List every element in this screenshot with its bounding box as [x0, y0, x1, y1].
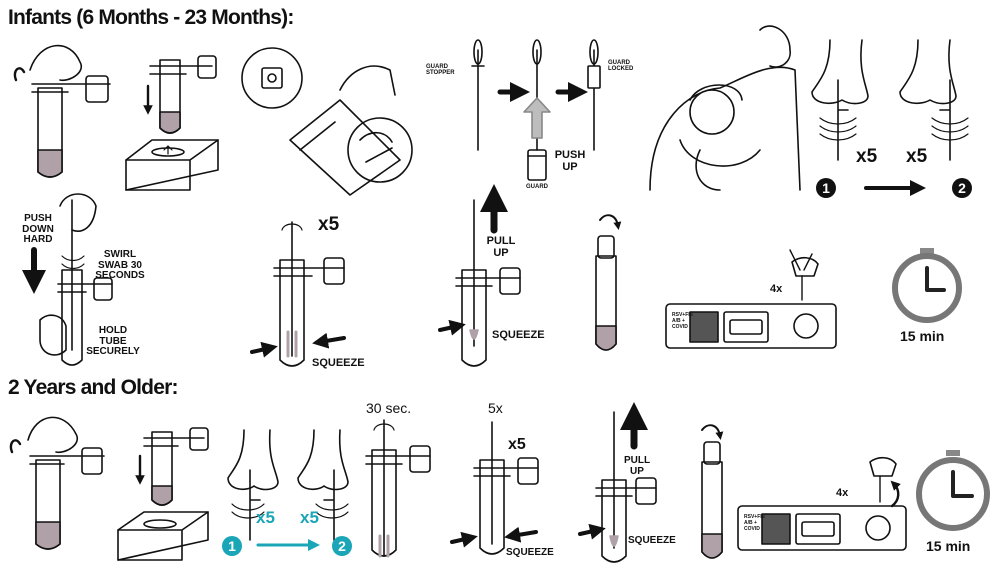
older-swirl-count: x5 [508, 436, 526, 453]
cap-tube-step [595, 214, 622, 351]
older-squeeze-label-1: SQUEEZE [506, 547, 554, 558]
older-tube-in-stand-step [117, 427, 209, 561]
open-swab-package-step [241, 47, 413, 196]
guard-label: GUARD [526, 184, 548, 190]
infant-timer [892, 248, 962, 323]
infant-squeeze-label-2: SQUEEZE [492, 329, 545, 341]
older-step-badge-1: 1 [222, 536, 242, 556]
guard-locked-label: GUARD LOCKED [608, 60, 634, 72]
older-heading: 2 Years and Older: [8, 376, 178, 399]
older-pull-up-label: PULL UP [623, 455, 651, 477]
swirl-squeeze-step [250, 221, 346, 367]
open-tube-step [13, 44, 111, 178]
older-swirl-squeeze-step [450, 421, 539, 555]
infant-pull-up-label: PULL UP [486, 235, 516, 259]
infants-heading: Infants (6 Months - 23 Months): [8, 6, 294, 29]
older-cap-tube-step [701, 424, 724, 559]
older-nostril-count-1: x5 [256, 508, 275, 527]
older-open-tube-step [9, 416, 105, 550]
older-step-badge-2: 2 [332, 536, 352, 556]
guard-stopper-label: GUARD STOPPER [426, 64, 455, 76]
tube-in-stand-step [125, 55, 219, 191]
push-down-hard-label: PUSH DOWN HARD [22, 213, 54, 245]
older-pull-up-squeeze-step [578, 402, 657, 563]
older-thirty-sec-label: 30 sec. [366, 400, 412, 416]
infant-nostril-count-1: x5 [856, 146, 878, 167]
older-cassette-label: RSV+Flu A/B + COVID [744, 514, 765, 532]
older-cassette-step [737, 456, 907, 551]
older-nostril-count-2: x5 [300, 508, 319, 527]
push-up-label: PUSH UP [554, 149, 586, 173]
infant-cassette-label: RSV+Flu A/B + COVID [672, 312, 693, 330]
infant-drops-label: 4x [770, 283, 783, 295]
older-squeeze-label-2: SQUEEZE [628, 535, 676, 546]
infant-nostril-count-2: x5 [906, 146, 928, 167]
guard-stopper-step [471, 39, 601, 181]
older-drops-label: 4x [836, 487, 849, 499]
nostrils-step [811, 39, 969, 196]
pull-up-squeeze-step [438, 184, 521, 367]
infant-swirl-count: x5 [318, 214, 340, 235]
infant-squeeze-label-1: SQUEEZE [312, 357, 365, 369]
cassette-step [665, 249, 837, 349]
older-nostrils-step [227, 429, 349, 551]
older-five-x-label: 5x [488, 400, 503, 416]
infant-timer-label: 15 min [900, 328, 945, 344]
infant-step-badge-2: 2 [952, 178, 972, 198]
push-swab-into-tube-step [21, 193, 113, 366]
parent-holding-infant-step [649, 25, 801, 191]
older-timer [916, 450, 990, 531]
older-swirl-step [365, 419, 431, 558]
infant-step-badge-1: 1 [816, 178, 836, 198]
swirl-swab-label: SWIRL SWAB 30 SECONDS [95, 249, 145, 281]
older-timer-label: 15 min [926, 538, 971, 554]
hold-tube-label: HOLD TUBE SECURELY [86, 325, 140, 357]
